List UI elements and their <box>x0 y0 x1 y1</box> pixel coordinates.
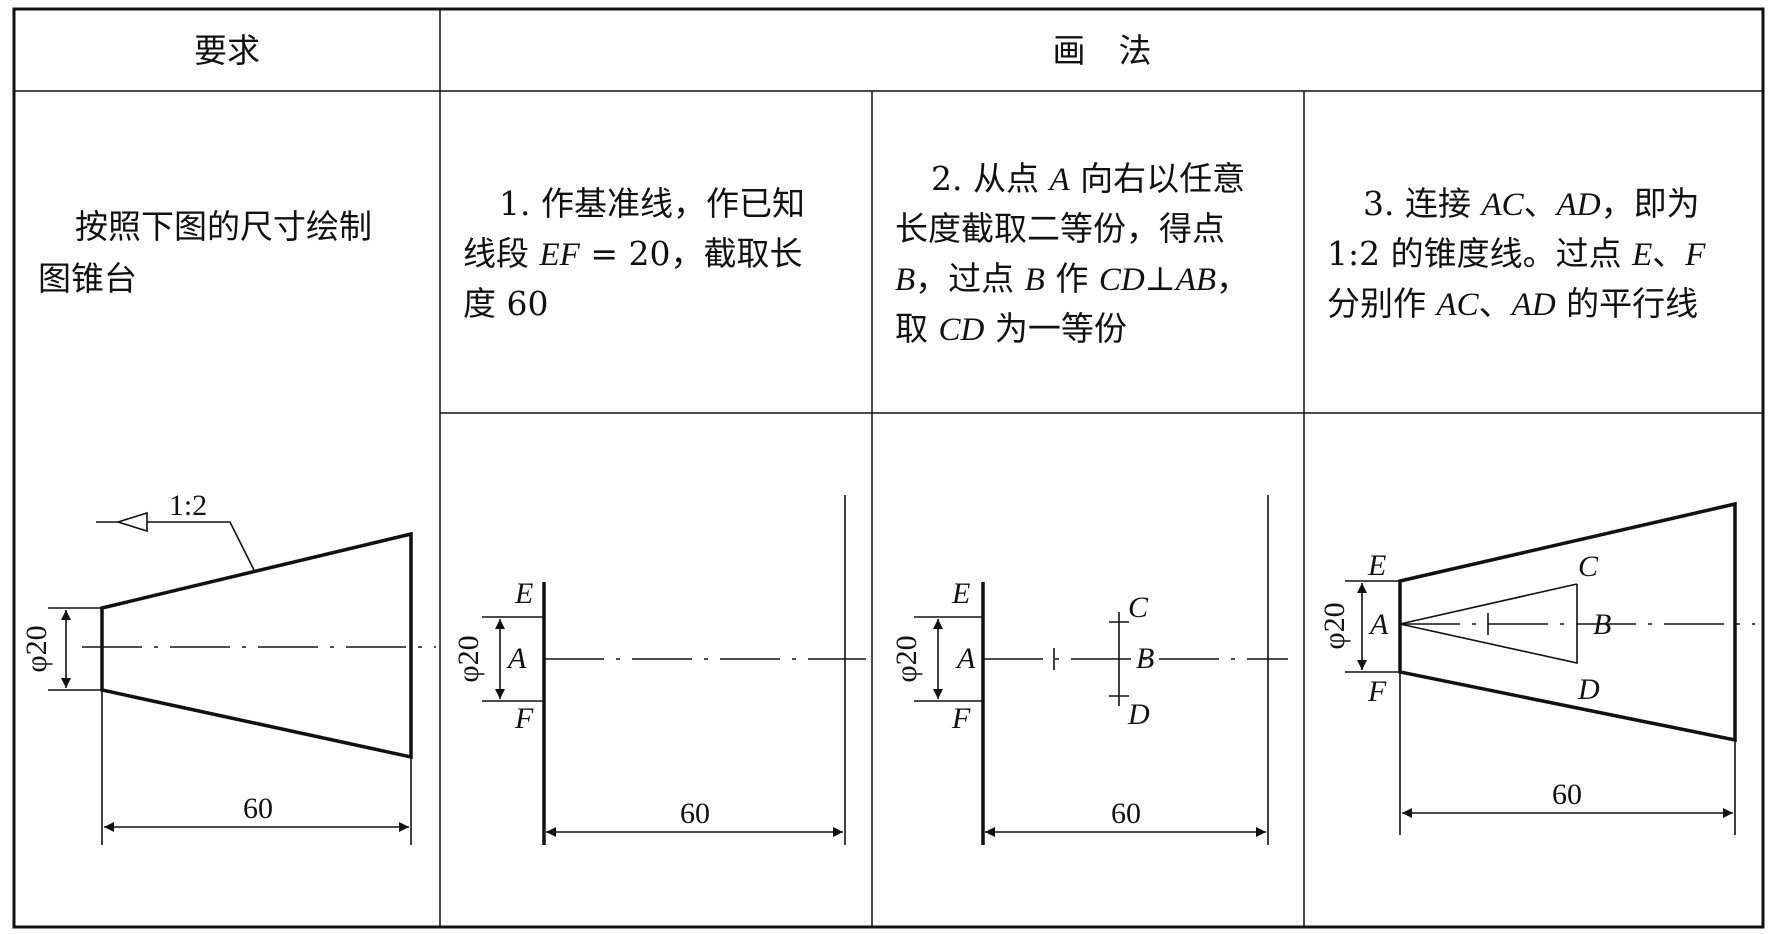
text-run: B <box>1025 262 1045 298</box>
length-label: 60 <box>1111 797 1141 830</box>
header-requirement: 要求 <box>194 31 260 70</box>
point-B-label: B <box>1136 642 1154 675</box>
step1-line-1: 1. 作基准线，作已知 <box>499 184 805 223</box>
text-run: A <box>1047 162 1070 198</box>
text-run: 、 <box>1652 234 1685 273</box>
text-run: AC <box>1479 187 1524 223</box>
requirement-text: 按照下图的尺寸绘制 图锥台 <box>38 207 372 298</box>
diameter-label: φ20 <box>1318 602 1351 649</box>
text-run: 、 <box>1524 184 1557 223</box>
step1-figure: φ20 E A F 60 <box>452 495 866 845</box>
text-run: 度 60 <box>463 284 548 323</box>
point-F-label: F <box>514 702 534 735</box>
taper-symbol-icon <box>115 511 148 533</box>
text-run: = 20，截取长 <box>580 234 803 273</box>
text-run: 分别作 <box>1327 284 1437 323</box>
text-run: 向右以任意 <box>1070 159 1246 198</box>
point-F-label: F <box>1367 675 1387 708</box>
point-E-label: E <box>1367 549 1386 582</box>
text-run: CD <box>939 312 985 348</box>
taper-ratio-label: 1:2 <box>169 489 207 522</box>
table-frame <box>12 7 1765 929</box>
step3-line-3: 分别作 AC、AD 的平行线 <box>1327 284 1698 323</box>
text-run: 1:2 的锥度线。过点 <box>1327 234 1632 273</box>
step2-line-1: 2. 从点 A 向右以任意 <box>931 159 1245 198</box>
step3-line-2: 1:2 的锥度线。过点 E、F <box>1327 234 1706 273</box>
point-A-label: A <box>1368 608 1389 641</box>
requirement-figure: 1:2 φ20 60 <box>20 489 436 845</box>
length-label: 60 <box>680 797 710 830</box>
text-run: 作 <box>1045 259 1099 298</box>
diameter-label: φ20 <box>890 635 923 682</box>
point-B-label: B <box>1593 608 1611 641</box>
taper-leader <box>147 521 255 571</box>
step2-line-2: 长度截取二等份，得点 <box>895 209 1225 248</box>
step2-line-3: B，过点 B 作 CD⊥AB， <box>895 259 1249 298</box>
text-run: 的平行线 <box>1556 284 1699 323</box>
point-D-label: D <box>1127 698 1150 731</box>
step1-line-2: 线段 EF = 20，截取长 <box>463 234 802 273</box>
text-run: 线段 <box>463 234 540 273</box>
text-run: ⊥ <box>1145 259 1176 298</box>
text-run: ， <box>1216 259 1249 298</box>
point-E-label: E <box>951 577 970 610</box>
diameter-label: φ20 <box>20 625 53 672</box>
diameter-label: φ20 <box>452 635 485 682</box>
point-A-label: A <box>506 642 527 675</box>
point-C-label: C <box>1128 591 1149 624</box>
step2-figure: φ20 E A F C B D 60 <box>890 495 1288 845</box>
point-A-label: A <box>955 642 976 675</box>
text-run: AC <box>1435 287 1480 323</box>
text-run: ，即为 <box>1601 184 1700 223</box>
length-label: 60 <box>243 792 273 825</box>
text-run: ，过点 <box>915 259 1025 298</box>
step2-line-4: 取 CD 为一等份 <box>895 309 1127 348</box>
text-run: CD <box>1099 262 1145 298</box>
text-run: AB <box>1174 262 1216 298</box>
step3-figure: φ20 E A F C B D 60 <box>1318 501 1755 835</box>
text-run: 3. 连接 <box>1363 184 1481 223</box>
taper-triangle <box>1399 583 1578 664</box>
point-D-label: D <box>1577 673 1600 706</box>
text-run: 取 <box>895 309 939 348</box>
text-run: AD <box>1555 187 1601 223</box>
text-run: 1. 作基准线，作已知 <box>499 184 805 223</box>
text-run: 、 <box>1479 284 1512 323</box>
text-run: F <box>1684 237 1706 273</box>
text-run: E <box>1631 237 1652 273</box>
text-run: 2. 从点 <box>931 159 1049 198</box>
length-label: 60 <box>1552 778 1582 811</box>
requirement-line-2: 图锥台 <box>38 259 137 298</box>
text-run: 为一等份 <box>984 309 1127 348</box>
frustum-outline <box>100 531 413 760</box>
requirement-line-1: 按照下图的尺寸绘制 <box>75 207 372 246</box>
point-E-label: E <box>514 577 533 610</box>
text-run: 长度截取二等份，得点 <box>895 209 1225 248</box>
text-run: B <box>895 262 915 298</box>
point-C-label: C <box>1578 550 1599 583</box>
point-F-label: F <box>951 702 971 735</box>
frustum-outline <box>1398 501 1737 743</box>
text-run: EF <box>539 237 581 273</box>
step3-line-1: 3. 连接 AC、AD，即为 <box>1363 184 1700 223</box>
text-run: AD <box>1510 287 1556 323</box>
step1-line-3: 度 60 <box>463 284 548 323</box>
header-method: 画 法 <box>1053 31 1152 70</box>
